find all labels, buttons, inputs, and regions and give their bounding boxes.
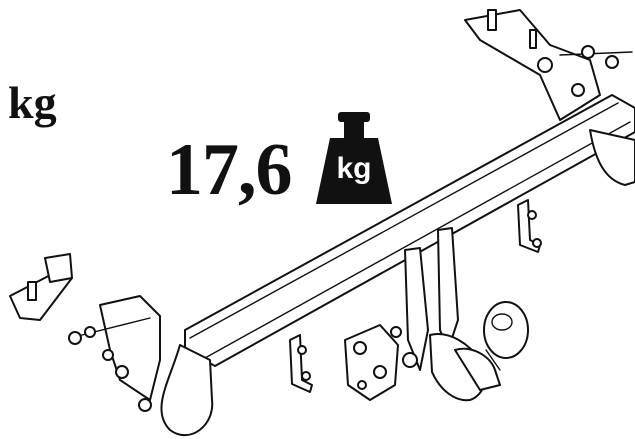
weight-kettlebell-icon <box>316 112 392 204</box>
weight-icon-unit: kg <box>336 152 372 185</box>
tow-hook-assembly <box>344 227 529 402</box>
weight-value: 17,6 <box>166 129 292 211</box>
unit-label: kg <box>8 77 57 128</box>
left-bracket <box>9 253 214 437</box>
support-brackets <box>289 199 542 393</box>
right-bracket <box>464 9 635 186</box>
